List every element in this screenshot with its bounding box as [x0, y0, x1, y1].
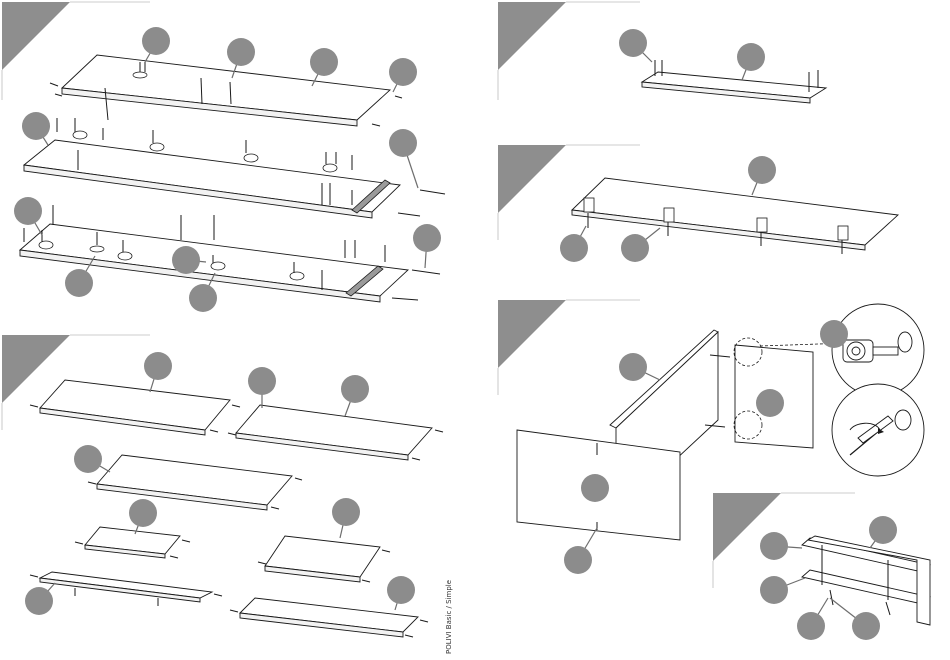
callout-1f	[389, 129, 418, 188]
callout-4c	[621, 228, 660, 262]
callout-2e	[129, 499, 157, 534]
step-3-marker-icon	[498, 2, 566, 70]
callout-2g	[25, 583, 55, 615]
panel-top-shelf	[50, 55, 402, 126]
step-6	[713, 493, 930, 640]
callout-2h	[387, 576, 415, 610]
callout-6a	[869, 516, 897, 548]
detail-cam-lock-icon	[832, 304, 924, 396]
callout-1a	[142, 27, 170, 62]
panel-2e	[258, 536, 390, 582]
panel-side-right	[734, 338, 848, 448]
step-3	[498, 2, 826, 103]
panel-base-strip	[642, 60, 826, 103]
callout-1e	[22, 112, 50, 145]
panel-2a	[30, 380, 240, 435]
callout-5a	[619, 353, 660, 381]
panel-middle-shelf	[24, 118, 445, 218]
callout-6e	[830, 598, 880, 640]
callout-2f	[332, 498, 360, 538]
callout-5c	[581, 474, 609, 502]
callout-2c	[341, 375, 369, 416]
callout-3a	[619, 29, 652, 62]
panel-top-with-brackets	[572, 178, 898, 254]
callout-1d	[389, 58, 417, 92]
callout-6c	[760, 576, 805, 604]
callout-1k	[413, 224, 441, 268]
detail-screwdriver-icon	[832, 384, 924, 476]
step-4-marker-icon	[498, 145, 566, 213]
step-1-marker-icon	[2, 2, 70, 70]
panel-2f-strip	[30, 572, 222, 606]
callout-4b	[560, 226, 588, 262]
step-2	[2, 335, 443, 637]
panel-2c	[88, 455, 302, 510]
panel-2g	[230, 598, 428, 637]
step-5-marker-icon	[498, 300, 566, 368]
panel-2b	[228, 405, 443, 460]
callout-3b	[737, 43, 765, 80]
panel-2d	[75, 527, 190, 558]
back-rails	[802, 536, 930, 625]
callout-6b	[760, 532, 802, 560]
callout-2a	[144, 352, 172, 392]
footer-product-label: POLIVI Basic / Simple	[445, 594, 455, 654]
callout-6d	[797, 598, 828, 640]
step-4	[498, 145, 898, 262]
callout-1c	[310, 48, 338, 86]
step-1	[2, 2, 445, 312]
step-5	[498, 300, 924, 574]
callout-5b	[756, 389, 784, 417]
callout-1g	[14, 197, 42, 235]
callout-5e	[820, 320, 848, 348]
callout-2d	[74, 445, 110, 473]
callout-5d	[564, 528, 597, 574]
callout-4a	[748, 156, 776, 195]
callout-2b	[248, 367, 276, 408]
